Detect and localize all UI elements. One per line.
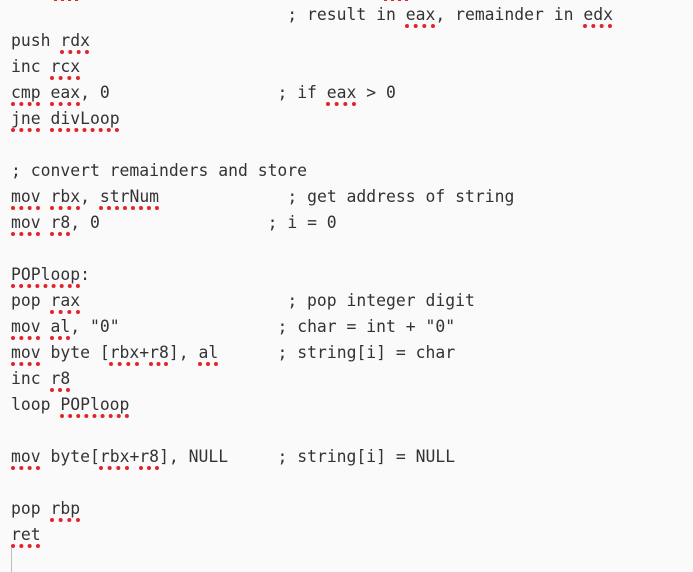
- code-text: [41, 213, 51, 232]
- misspelled-token: mov: [11, 447, 41, 466]
- code-line[interactable]: inc rcx: [11, 54, 80, 80]
- code-text: , remainder in: [435, 5, 584, 24]
- misspelled-token: edx: [583, 5, 613, 24]
- misspelled-token: rdx: [60, 31, 90, 50]
- code-line[interactable]: POPloop:: [11, 262, 90, 288]
- misspelled-token: rax: [50, 291, 81, 310]
- code-text: push: [11, 31, 61, 50]
- code-text: byte[: [40, 447, 100, 466]
- misspelled-token: rcx: [50, 57, 81, 76]
- misspelled-token: eax: [50, 83, 81, 102]
- misspelled-token: cmp: [11, 83, 41, 102]
- code-text: inc: [11, 369, 51, 388]
- code-text: , 0 ; i = 0: [70, 213, 337, 232]
- code-line[interactable]: pop rax ; pop integer digit: [11, 288, 475, 314]
- misspelled-token: rbx: [50, 187, 81, 206]
- misspelled-token: r8: [50, 369, 71, 388]
- code-text: :: [80, 265, 90, 284]
- spellcheck-underline-partial: [52, 0, 82, 1]
- misspelled-token: POPloop: [11, 265, 81, 284]
- code-text: ,: [80, 187, 100, 206]
- code-text: [41, 83, 51, 102]
- misspelled-token: rbp: [50, 499, 81, 518]
- misspelled-token: eax: [405, 5, 436, 24]
- misspelled-token: r8: [50, 213, 71, 232]
- code-line[interactable]: mov al, "0" ; char = int + "0": [11, 314, 455, 340]
- code-line[interactable]: ret: [11, 522, 41, 548]
- code-text: ], NULL ; string[i] = NULL: [159, 447, 456, 466]
- code-text: , 0 ; if: [80, 83, 327, 102]
- code-text: ; convert remainders and store: [11, 161, 308, 180]
- misspelled-token: jne: [11, 109, 41, 128]
- misspelled-token: al: [198, 343, 219, 362]
- code-line[interactable]: push rdx: [11, 28, 90, 54]
- code-line[interactable]: mov rbx, strNum ; get address of string: [11, 184, 514, 210]
- code-text: loop: [11, 395, 61, 414]
- code-text: ; pop integer digit: [80, 291, 475, 310]
- misspelled-token: strNum: [99, 187, 160, 206]
- code-text: pop: [11, 499, 51, 518]
- misspelled-token: POPloop: [60, 395, 130, 414]
- code-text: +: [139, 343, 150, 362]
- code-text: > 0: [356, 83, 396, 102]
- code-text: ],: [168, 343, 199, 362]
- code-line[interactable]: mov r8, 0 ; i = 0: [11, 210, 337, 236]
- code-text: , "0" ; char = int + "0": [70, 317, 456, 336]
- code-text: [41, 109, 51, 128]
- code-line[interactable]: cmp eax, 0 ; if eax > 0: [11, 80, 396, 106]
- misspelled-token: r8: [149, 343, 169, 362]
- misspelled-token: rbx: [109, 343, 140, 362]
- misspelled-token: mov: [11, 317, 41, 336]
- code-line[interactable]: mov byte [rbx+r8], al ; string[i] = char: [11, 340, 455, 366]
- code-text: [41, 317, 51, 336]
- code-line[interactable]: mov byte[rbx+r8], NULL ; string[i] = NUL…: [11, 444, 455, 470]
- misspelled-token: eax: [326, 83, 357, 102]
- misspelled-token: al: [50, 317, 71, 336]
- misspelled-token: ret: [11, 525, 41, 544]
- misspelled-token: r8: [139, 447, 160, 466]
- code-line[interactable]: ; result in eax, remainder in edx: [11, 2, 613, 28]
- misspelled-token: mov: [11, 187, 41, 206]
- code-text: byte [: [40, 343, 110, 362]
- misspelled-token: mov: [11, 343, 41, 362]
- code-text: ; string[i] = char: [218, 343, 456, 362]
- code-text: ; get address of string: [159, 187, 515, 206]
- code-text: +: [129, 447, 140, 466]
- code-text: ; result in: [11, 5, 406, 24]
- misspelled-token: divLoop: [50, 109, 120, 128]
- code-text: pop: [11, 291, 51, 310]
- code-text: [41, 187, 51, 206]
- misspelled-token: rbx: [99, 447, 130, 466]
- spellcheck-underline-partial: [382, 0, 412, 1]
- code-line[interactable]: inc r8: [11, 366, 70, 392]
- code-text: inc: [11, 57, 51, 76]
- code-line[interactable]: ; convert remainders and store: [11, 158, 307, 184]
- code-line[interactable]: pop rbp: [11, 496, 80, 522]
- code-line[interactable]: jne divLoop: [11, 106, 120, 132]
- code-line[interactable]: loop POPloop: [11, 392, 129, 418]
- text-cursor: [11, 547, 12, 572]
- misspelled-token: mov: [11, 213, 41, 232]
